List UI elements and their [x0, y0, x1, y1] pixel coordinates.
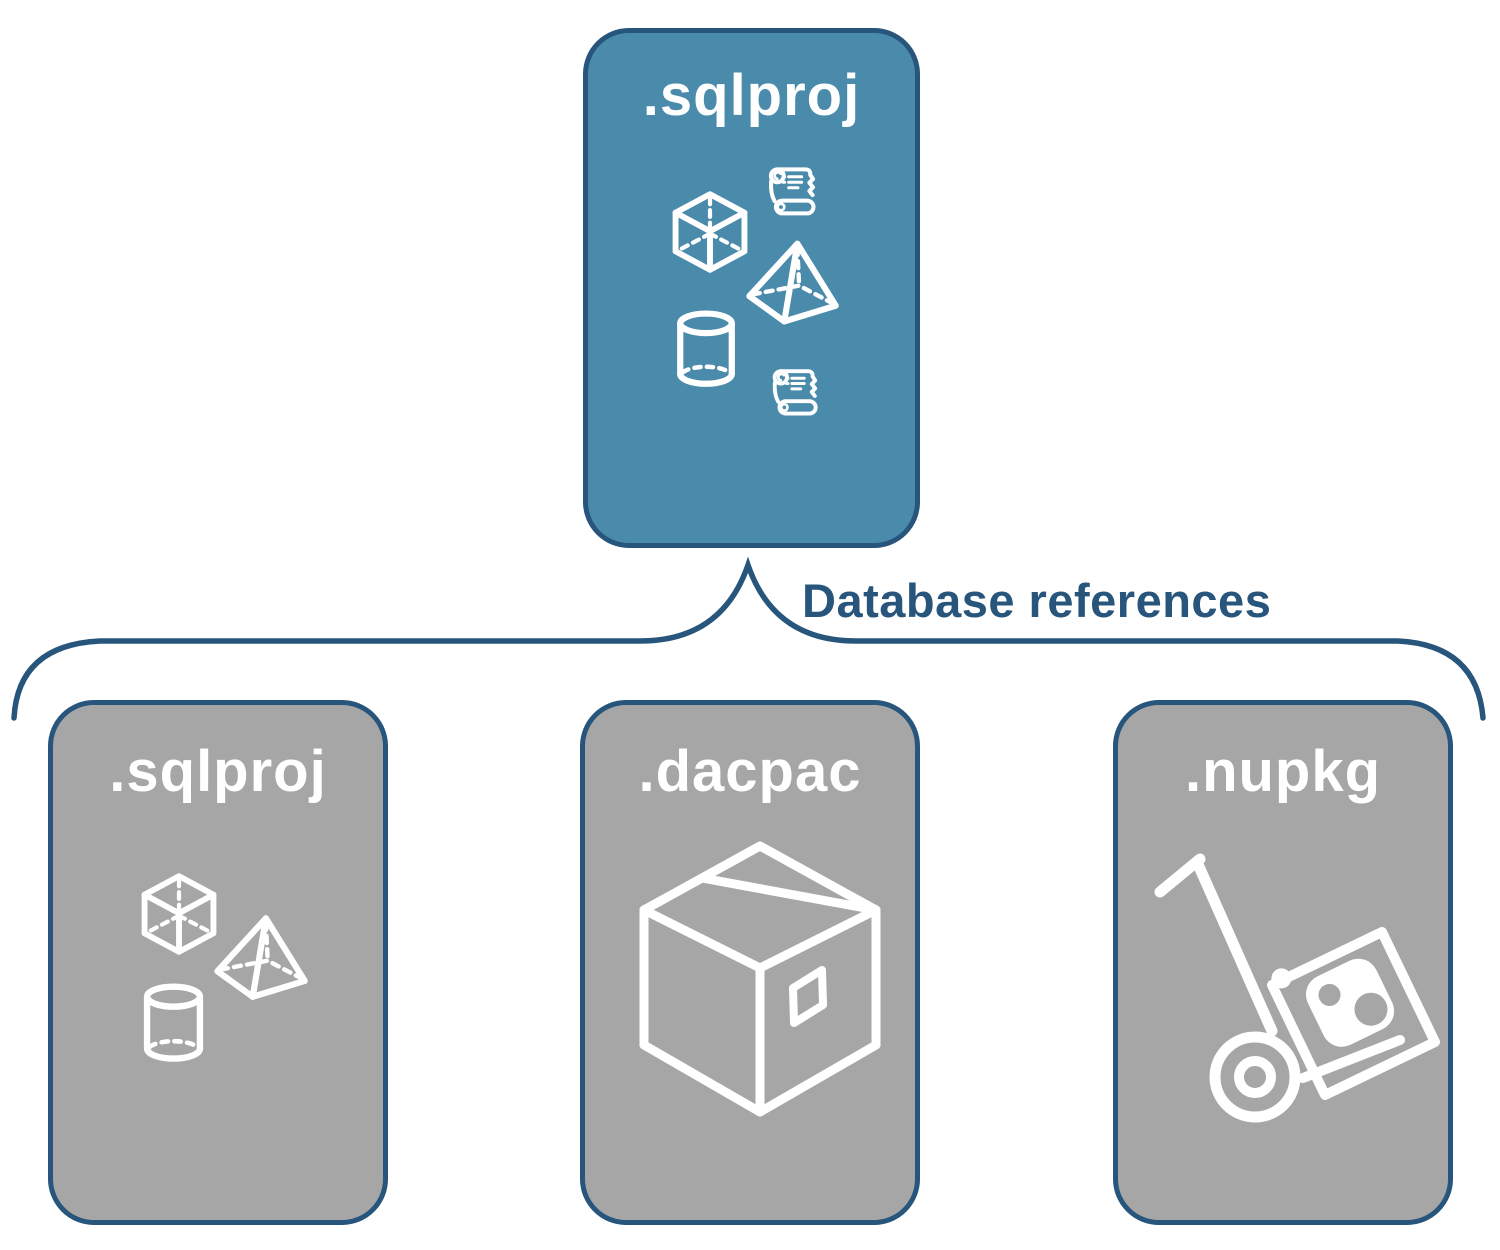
child-card-dacpac: .dacpac [580, 700, 920, 1225]
root-card-sqlproj: .sqlproj [583, 28, 920, 548]
scroll-icon [768, 365, 821, 418]
cube-icon [666, 190, 754, 274]
cylinder-icon [673, 310, 739, 390]
brace-connector [11, 556, 1486, 721]
package-box-icon [638, 840, 882, 1124]
child-card-title: .sqlproj [109, 739, 327, 804]
root-card-title: .sqlproj [642, 63, 861, 128]
child-card-nupkg: .nupkg [1113, 700, 1453, 1225]
hand-truck-icon [1150, 845, 1440, 1145]
child-card-title: .nupkg [1184, 739, 1382, 804]
pyramid-icon [213, 912, 310, 1004]
scroll-icon [763, 163, 820, 218]
child-card-sqlproj: .sqlproj [48, 700, 388, 1225]
pyramid-icon [745, 238, 841, 328]
cylinder-icon [140, 983, 207, 1065]
connector-label: Database references [802, 574, 1272, 627]
child-card-title: .dacpac [638, 739, 862, 804]
cube-icon [135, 872, 223, 956]
